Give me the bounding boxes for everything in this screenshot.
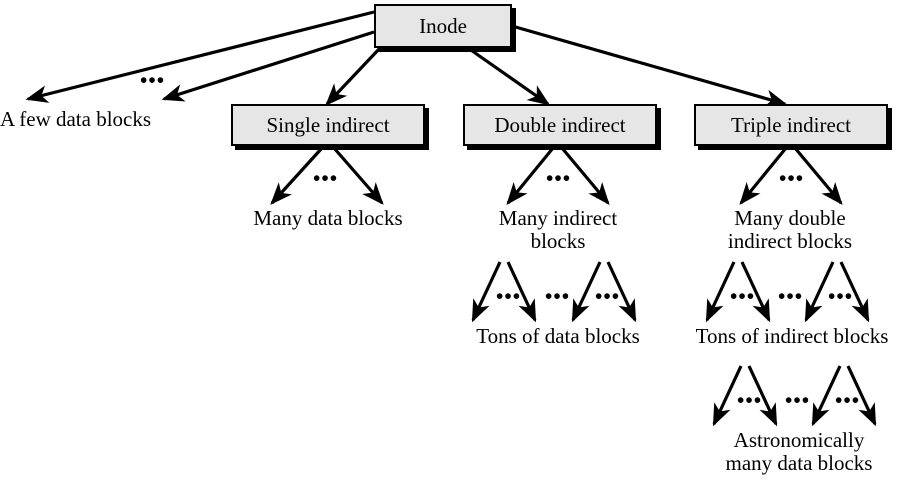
tons-data-ellipsis-right: ••• <box>595 284 621 308</box>
inode-to-single-indirect <box>325 46 382 106</box>
single-indirect-fanout-right <box>332 146 384 205</box>
node-single-indirect[interactable]: Single indirect <box>231 104 425 146</box>
single-indirect-fanout-ellipsis: ••• <box>313 166 339 190</box>
leaf-many-data-blocks: Many data blocks <box>253 206 403 230</box>
leaf-tons-of-data-blocks: Tons of data blocks <box>476 324 640 348</box>
inode-to-a-few-data-blocks-1 <box>25 10 375 103</box>
inode-to-triple-indirect <box>511 24 788 108</box>
leaf-many-double-indirect-blocks: Many double indirect blocks <box>727 206 853 253</box>
node-single-indirect-label: Single indirect <box>266 112 390 137</box>
leaf-a-few-data-blocks: A few data blocks <box>0 107 152 131</box>
node-double-indirect[interactable]: Double indirect <box>463 104 657 146</box>
tons-indirect-ellipsis-left: ••• <box>730 284 756 308</box>
triple-indirect-fanout-ellipsis: ••• <box>779 166 805 190</box>
node-inode[interactable]: Inode <box>374 4 512 48</box>
tons-data-ellipsis-mid: ••• <box>545 284 571 308</box>
leaf-many-indirect-blocks: Many indirect blocks <box>498 206 618 253</box>
astronomical-ellipsis-right: ••• <box>835 388 861 412</box>
node-inode-label: Inode <box>419 13 467 38</box>
astronomical-ellipsis-mid: ••• <box>785 388 811 412</box>
tons-indirect-ellipsis-mid: ••• <box>778 284 804 308</box>
tons-indirect-ellipsis-right: ••• <box>828 284 854 308</box>
node-triple-indirect-label: Triple indirect <box>731 112 851 137</box>
double-indirect-fanout-ellipsis: ••• <box>546 166 572 190</box>
leaf-astronomically-many-data-blocks: Astronomically many data blocks <box>725 428 873 475</box>
node-double-indirect-label: Double indirect <box>494 112 626 137</box>
node-triple-indirect[interactable]: Triple indirect <box>694 104 888 146</box>
leaf-tons-of-indirect-blocks: Tons of indirect blocks <box>695 324 889 348</box>
inode-to-data-ellipsis: ••• <box>140 68 166 92</box>
tons-data-ellipsis-left: ••• <box>496 284 522 308</box>
inode-to-double-indirect <box>467 46 551 106</box>
astronomical-ellipsis-left: ••• <box>737 388 763 412</box>
inode-to-a-few-data-blocks-2 <box>161 30 375 102</box>
